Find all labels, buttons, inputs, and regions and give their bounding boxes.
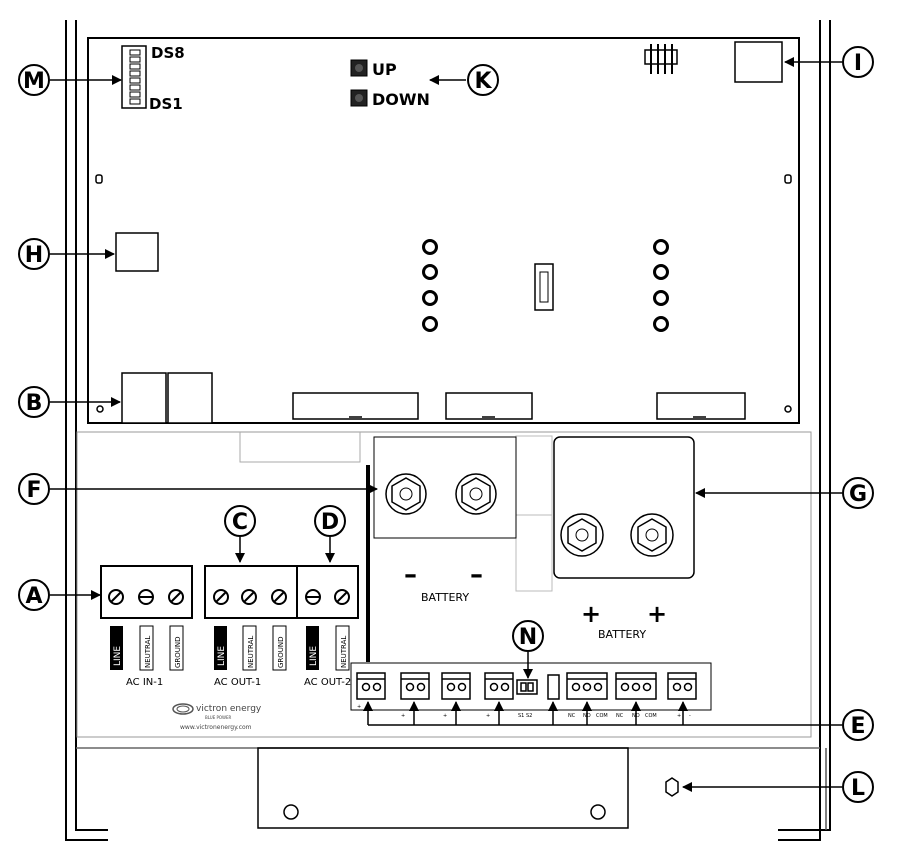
battery-neg-label: BATTERY <box>421 591 469 604</box>
callout-a: A <box>18 579 50 611</box>
callout-leaders <box>50 57 842 792</box>
ds1-label: DS1 <box>149 95 183 113</box>
ac-out-2-terminal <box>296 565 359 619</box>
terminal-strip: + + + + S1 S2 NC NO COM NC NO COM + - <box>350 662 712 719</box>
callout-e: E <box>842 709 874 741</box>
callout-f-text: F <box>26 478 41 503</box>
lower-panel <box>76 431 812 738</box>
ac-out-2-label: AC OUT-2 <box>304 677 351 688</box>
callout-a-text: A <box>25 584 42 609</box>
callout-m: M <box>18 64 50 96</box>
callout-f: F <box>18 473 50 505</box>
callout-l-text: L <box>851 776 865 801</box>
callout-c-text: C <box>232 510 248 535</box>
nc-label-2: NC <box>616 713 624 719</box>
callout-k-text: K <box>474 69 492 94</box>
term5-plus: + <box>677 713 681 719</box>
battery-neg-minus-1: – <box>404 560 417 590</box>
com-label-2: COM <box>645 713 657 719</box>
ac-out-1-tags: LINE NEUTRAL GROUND <box>214 625 287 671</box>
battery-neg-minus-2: – <box>470 560 483 590</box>
ac-out-2-neutral-tag: NEUTRAL <box>340 636 348 668</box>
enclosure <box>65 20 831 841</box>
callout-n: N <box>512 620 544 652</box>
com-label-1: COM <box>596 713 608 719</box>
ac-in-1-terminal <box>100 565 193 619</box>
victron-logo <box>172 703 194 715</box>
callout-n-text: N <box>519 625 537 650</box>
battery-pos-plus-2: + <box>647 600 667 628</box>
callout-h: H <box>18 238 50 270</box>
mounting-holes <box>95 174 792 413</box>
term5-minus: - <box>689 713 691 719</box>
down-button[interactable] <box>350 89 368 107</box>
callout-i: I <box>842 46 874 78</box>
callout-g: G <box>842 477 874 509</box>
callout-i-text: I <box>854 51 862 76</box>
ac-out-1-label: AC OUT-1 <box>214 677 261 688</box>
term2-plus: + <box>401 713 405 719</box>
ds-led-array <box>121 45 147 109</box>
rj45-sockets <box>121 372 213 424</box>
ac-out-2-line-tag: LINE <box>309 646 319 666</box>
callout-b: B <box>18 386 50 418</box>
battery-negative-terminals <box>373 436 517 539</box>
pcb-board <box>87 37 800 424</box>
callout-e-text: E <box>850 714 865 739</box>
callout-h-text: H <box>25 243 43 268</box>
header-pins <box>644 44 678 74</box>
brand-tagline: BLUE POWER <box>205 715 232 720</box>
term4-plus: + <box>486 713 490 719</box>
connector-i <box>734 41 783 83</box>
callout-l: L <box>842 771 874 803</box>
up-button[interactable] <box>350 59 368 77</box>
fuse <box>534 263 554 311</box>
down-label: DOWN <box>372 90 430 109</box>
s1s2-label: S1 S2 <box>518 713 532 719</box>
term1-plus: + <box>357 704 361 710</box>
ac-out-1-terminal <box>204 565 298 619</box>
callout-k: K <box>467 64 499 96</box>
ds8-label: DS8 <box>151 44 185 62</box>
mosfet-ring-group-right <box>653 239 669 332</box>
ac-out-2-tags: LINE NEUTRAL <box>306 625 350 671</box>
ac-in-1-label: AC IN-1 <box>126 677 163 688</box>
brand-url: www.victronenergy.com <box>180 724 252 731</box>
battery-pos-plus-1: + <box>581 600 601 628</box>
mosfet-ring-group-left <box>422 239 438 332</box>
callout-g-text: G <box>849 482 867 507</box>
callout-b-text: B <box>26 391 43 416</box>
term3-plus: + <box>443 713 447 719</box>
callout-m-text: M <box>23 69 45 94</box>
ac-in-1-tags: LINE NEUTRAL GROUND <box>110 625 184 671</box>
connector-h <box>115 232 159 272</box>
callout-c: C <box>224 505 256 537</box>
ac-out-1-ground-tag: GROUND <box>277 636 285 668</box>
callout-d-text: D <box>321 510 339 535</box>
ac-in-1-line-tag: LINE <box>113 646 123 666</box>
nc-label-1: NC <box>568 713 576 719</box>
battery-pos-label: BATTERY <box>598 628 646 641</box>
battery-positive-terminals <box>553 436 695 579</box>
ac-out-1-neutral-tag: NEUTRAL <box>247 636 255 668</box>
bottom-plate <box>76 747 827 830</box>
callout-d: D <box>314 505 346 537</box>
ac-in-1-ground-tag: GROUND <box>174 636 182 668</box>
pcb-edge-connectors <box>292 392 746 420</box>
ac-in-1-neutral-tag: NEUTRAL <box>144 636 152 668</box>
ac-out-1-line-tag: LINE <box>217 646 227 666</box>
brand-name: victron energy <box>196 704 262 714</box>
up-label: UP <box>372 60 397 79</box>
